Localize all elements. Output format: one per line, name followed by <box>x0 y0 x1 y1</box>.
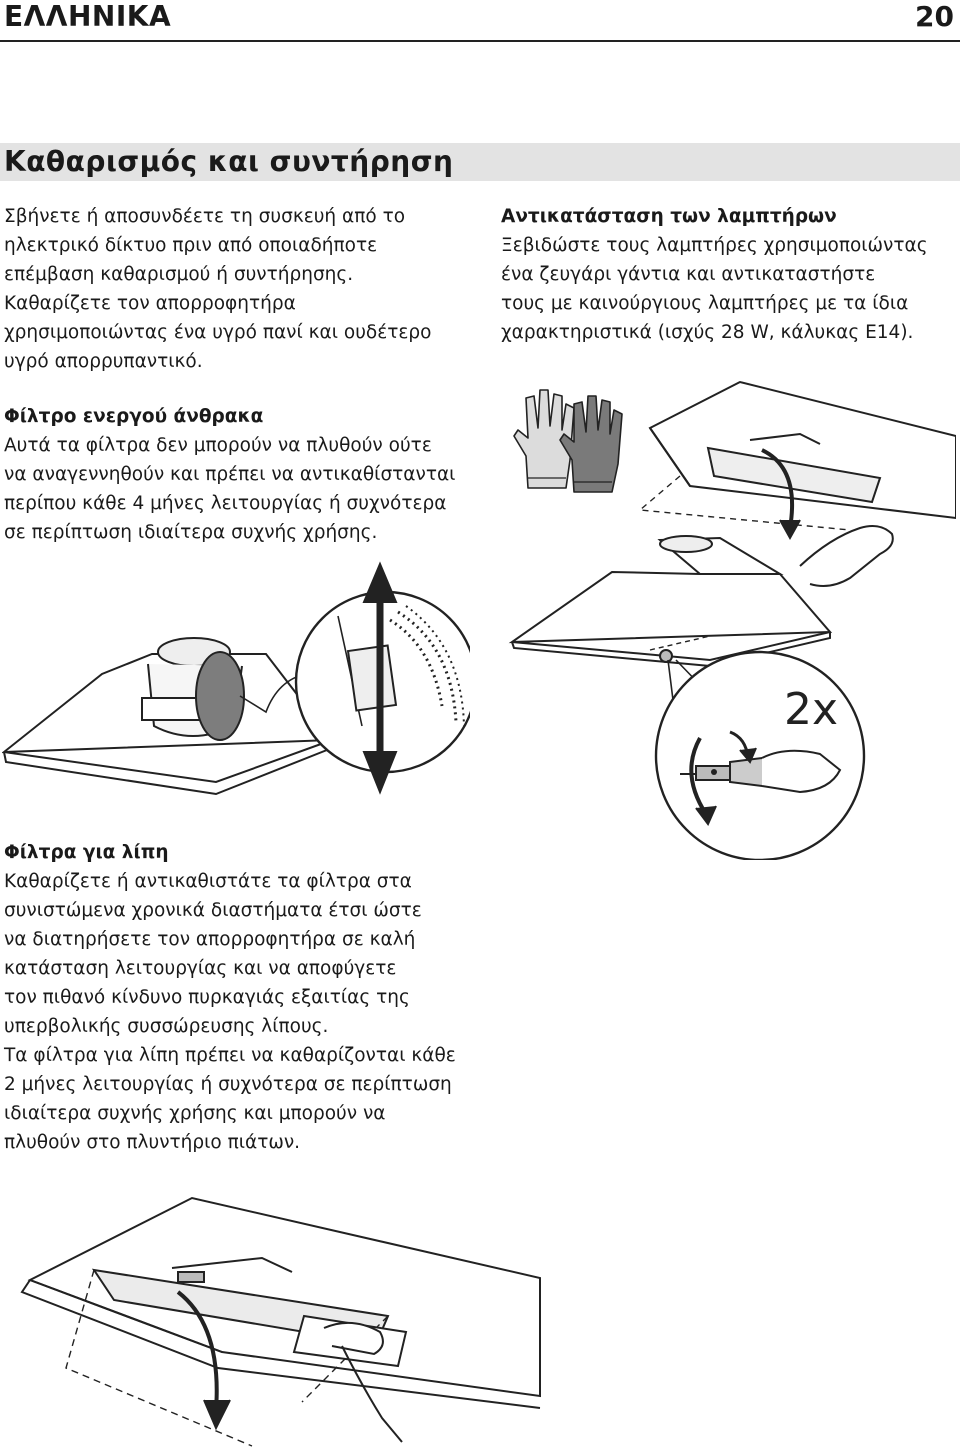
gloves-icon <box>513 389 623 493</box>
lamp-replacement-heading: Αντικατάσταση των λαμπτήρων <box>501 206 837 227</box>
section-title: Καθαρισμός και συντήρηση <box>4 145 454 178</box>
intro-line: χρησιμοποιώντας ένα υγρό πανί και ουδέτε… <box>4 322 432 343</box>
charcoal-line: Αυτά τα φίλτρα δεν μπορούν να πλυθούν ού… <box>4 435 432 456</box>
grease-line: Τα φίλτρα για λίπη πρέπει να καθαρίζοντα… <box>4 1045 456 1066</box>
lamp-line: ένα ζευγάρι γάντια και αντικαταστήστε <box>501 264 876 285</box>
range-hood-icon <box>508 380 956 860</box>
grease-filter-heading: Φίλτρα για λίπη <box>4 842 169 863</box>
grease-line: πλυθούν στο πλυντήριο πιάτων. <box>4 1132 301 1153</box>
light-bulb-icon <box>711 769 717 775</box>
grease-filter-paragraph: Φίλτρα για λίπη Καθαρίζετε ή αντικαθιστά… <box>4 838 474 1157</box>
lamp-replacement-figure: 2x <box>508 380 956 860</box>
intro-paragraph: Σβήνετε ή αποσυνδέετε τη συσκευή από το … <box>4 202 474 376</box>
charcoal-line: περίπου κάθε 4 μήνες λειτουργίας ή συχνό… <box>4 493 447 514</box>
intro-line: υγρό απορρυπαντικό. <box>4 351 203 372</box>
grease-filter-figure <box>20 1196 541 1447</box>
grease-line: τον πιθανό κίνδυνο πυρκαγιάς εξαιτίας τη… <box>4 987 410 1008</box>
grease-line: να διατηρήσετε τον απορροφητήρα σε καλή <box>4 929 416 950</box>
charcoal-filter-icon <box>195 651 245 741</box>
lamp-quantity-label: 2x <box>784 684 838 735</box>
grease-line: υπερβολικής συσσώρευσης λίπους. <box>4 1016 329 1037</box>
grease-line: ιδιαίτερα συχνής χρήσης και μπορούν να <box>4 1103 386 1124</box>
lamp-line: χαρακτηριστικά (ισχύς 28 W, κάλυκας E14)… <box>501 322 914 343</box>
grease-line: συνιστώμενα χρονικά διαστήματα έτσι ώστε <box>4 900 422 921</box>
grease-line: Καθαρίζετε ή αντικαθιστάτε τα φίλτρα στα <box>4 871 412 892</box>
section-title-bar <box>0 143 960 181</box>
charcoal-filter-heading: Φίλτρο ενεργού άνθρακα <box>4 406 264 427</box>
intro-line: Σβήνετε ή αποσυνδέετε τη συσκευή από το <box>4 206 406 227</box>
header-language: ΕΛΛΗΝΙΚΑ <box>4 0 172 33</box>
charcoal-line: σε περίπτωση ιδιαίτερα συχνής χρήσης. <box>4 522 378 543</box>
header-divider <box>0 40 960 42</box>
page-number: 20 <box>915 0 954 33</box>
charcoal-filter-figure <box>2 561 470 796</box>
grease-line: 2 μήνες λειτουργίας ή συχνότερα σε περίπ… <box>4 1074 452 1095</box>
intro-line: ηλεκτρικό δίκτυο πριν από οποιαδήποτε <box>4 235 378 256</box>
grease-line: κατάσταση λειτουργίας και να αποφύγετε <box>4 958 397 979</box>
charcoal-filter-paragraph: Φίλτρο ενεργού άνθρακα Αυτά τα φίλτρα δε… <box>4 402 474 547</box>
lamp-line: Ξεβιδώστε τους λαμπτήρες χρησιμοποιώντας <box>501 235 928 256</box>
lamp-line: τους με καινούργιους λαμπτήρες με τα ίδι… <box>501 293 909 314</box>
lamp-replacement-paragraph: Αντικατάσταση των λαμπτήρων Ξεβιδώστε το… <box>501 202 956 347</box>
intro-line: Καθαρίζετε τον απορροφητήρα <box>4 293 296 314</box>
charcoal-line: να αναγεννηθούν και πρέπει να αντικαθίστ… <box>4 464 456 485</box>
intro-line: επέμβαση καθαρισμού ή συντήρησης. <box>4 264 354 285</box>
